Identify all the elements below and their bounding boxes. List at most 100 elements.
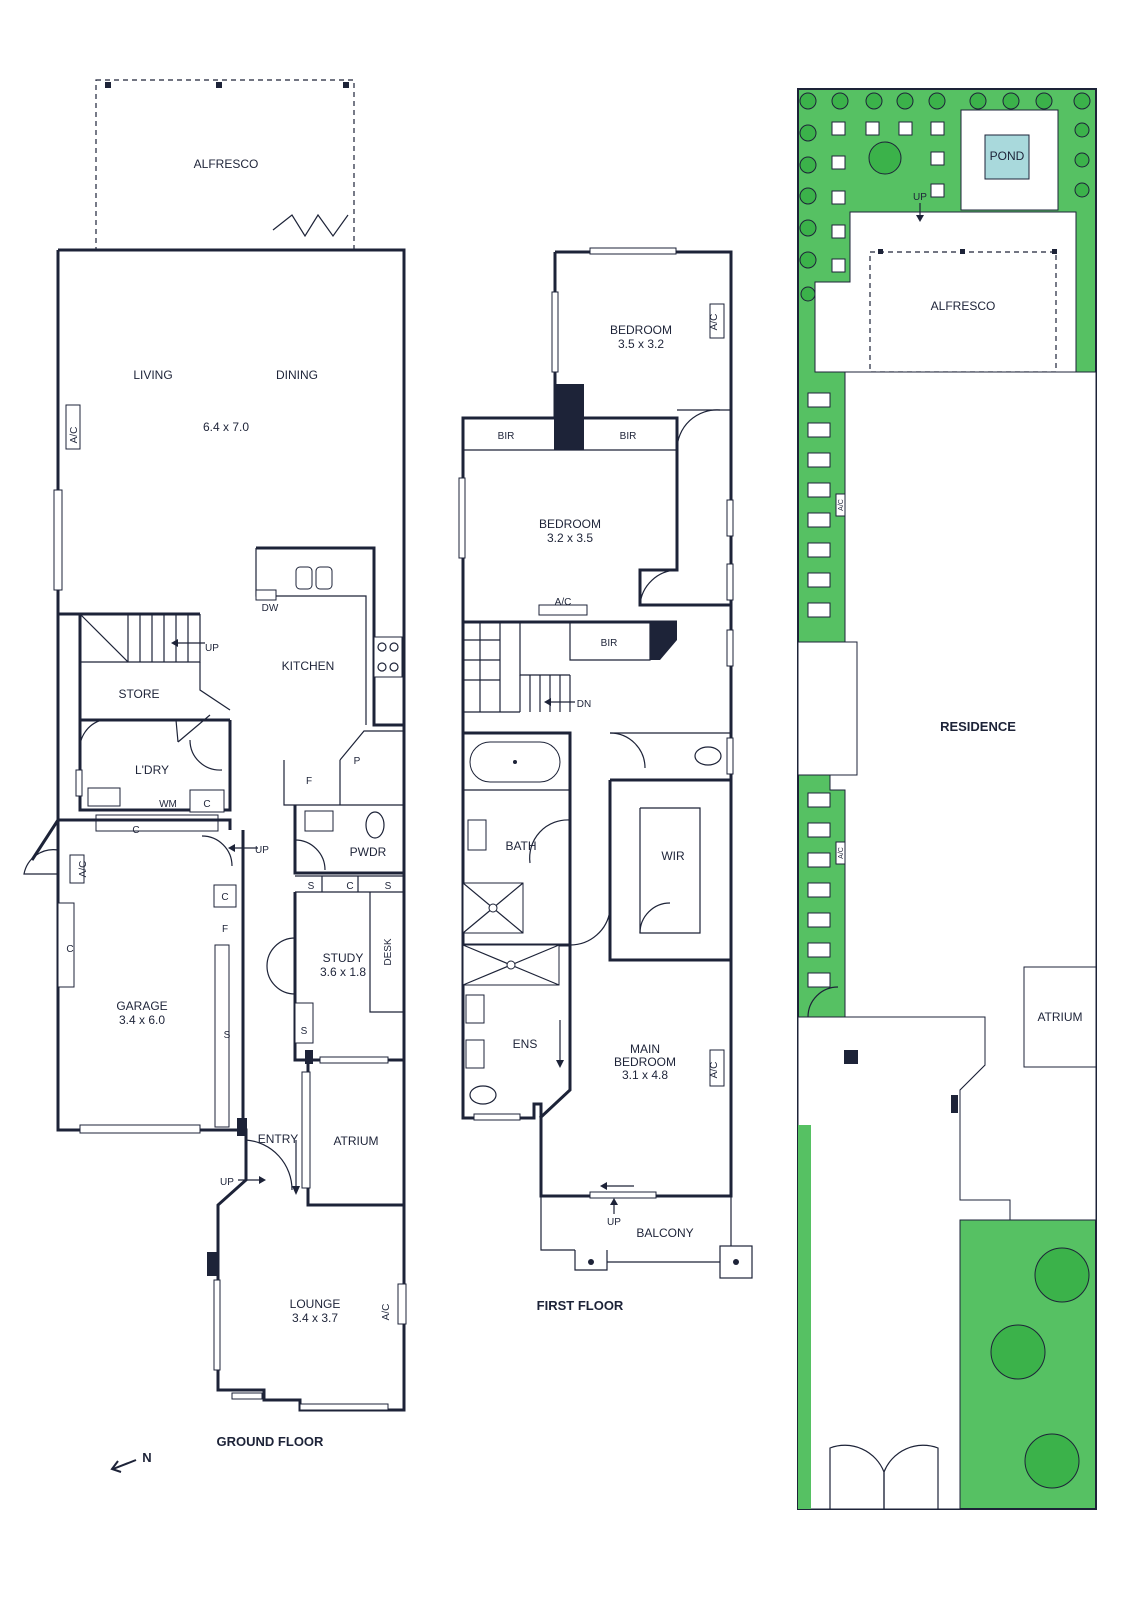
- toilet: [469, 1085, 497, 1105]
- side-pavers: [807, 392, 831, 988]
- laundry-door: [79, 719, 103, 753]
- up-arrow-head: [228, 844, 235, 852]
- bedroom-ac: [709, 303, 725, 339]
- ground-alfresco-outline: [95, 79, 355, 251]
- front-gate: [829, 1444, 885, 1509]
- washing-machine-label: WM: [159, 799, 177, 810]
- powder-wall: [293, 805, 404, 875]
- alfresco-post: [1052, 249, 1057, 254]
- alfresco-post: [960, 249, 965, 254]
- pond: [984, 134, 1030, 180]
- garage-size: 3.4 x 6.0: [119, 1013, 165, 1027]
- main-bedroom-label-1: MAIN: [630, 1042, 660, 1056]
- sliding-door-arrow: [556, 1060, 564, 1068]
- window: [75, 769, 83, 797]
- shower-drain: [488, 903, 498, 913]
- bir-label: BIR: [620, 431, 637, 442]
- site-plan: POND ALFRESCO UP: [797, 88, 1097, 1510]
- main-bedroom-ac-label: A/C: [709, 1062, 720, 1079]
- lounge-window: [299, 1403, 389, 1411]
- cupboard-label: C: [346, 881, 353, 892]
- dishwasher-label: DW: [262, 603, 279, 614]
- atrium-label: ATRIUM: [333, 1134, 378, 1148]
- column: [237, 1118, 247, 1136]
- stairs: [463, 622, 571, 713]
- first-floor-plan: BEDROOM 3.5 x 3.2 A/C BIR BIR BEDROOM 3.…: [458, 247, 753, 1313]
- alfresco-post: [105, 82, 111, 88]
- dining-label: DINING: [276, 368, 318, 382]
- cupboard-label: C: [203, 799, 210, 810]
- study-door: [266, 937, 296, 995]
- bedroom-2-ac-label: A/C: [555, 597, 572, 608]
- deck: [814, 211, 1077, 373]
- down-arrow-head: [544, 698, 551, 706]
- pond-label: POND: [990, 149, 1025, 163]
- lounge-ac: [397, 1283, 407, 1325]
- up-arrow-head: [171, 639, 178, 647]
- bedroom-2-size: 3.2 x 3.5: [547, 531, 593, 545]
- window: [726, 499, 734, 537]
- bedroom-door: [569, 909, 611, 946]
- lounge-label: LOUNGE: [290, 1297, 341, 1311]
- lounge-window: [231, 1392, 263, 1400]
- study-cupboard: [294, 1002, 314, 1044]
- balcony-door: [589, 1191, 657, 1199]
- bedroom-window: [458, 477, 466, 559]
- residence-label: RESIDENCE: [940, 719, 1016, 734]
- site-ac-unit: [835, 493, 846, 517]
- lounge-size: 3.4 x 3.7: [292, 1311, 338, 1325]
- slide-arrow-head: [600, 1182, 607, 1190]
- fridge-label: F: [306, 776, 312, 787]
- first-floor-title: FIRST FLOOR: [537, 1298, 624, 1313]
- garage-up-label: UP: [255, 845, 269, 856]
- balcony-wall: [540, 1196, 575, 1251]
- wall: [608, 780, 731, 962]
- stepping-stones: [831, 121, 945, 273]
- powder-basin: [304, 810, 334, 832]
- basin: [465, 1039, 485, 1069]
- powder-label: PWDR: [350, 845, 387, 859]
- site-ac-label: A/C: [838, 847, 845, 859]
- shelf-label: S: [385, 881, 392, 892]
- bedroom-1-size: 3.5 x 3.2: [618, 337, 664, 351]
- first-outer-wall: [461, 250, 733, 1198]
- lounge-window: [213, 1279, 221, 1371]
- window: [726, 563, 734, 601]
- bath-wall: [462, 733, 570, 791]
- balcony-label: BALCONY: [636, 1226, 693, 1240]
- garage-door-swing: [201, 835, 233, 867]
- site-atrium-label: ATRIUM: [1037, 1010, 1082, 1024]
- store-wall: [199, 662, 231, 711]
- entry-label: ENTRY: [258, 1132, 298, 1146]
- shelf-label: S: [301, 1026, 308, 1037]
- shelf-label: S: [308, 881, 315, 892]
- column: [305, 1050, 313, 1064]
- bedroom-1-label: BEDROOM: [610, 323, 672, 337]
- bedroom-window: [589, 247, 677, 255]
- basin: [465, 994, 485, 1024]
- kitchen-bench: [255, 548, 367, 725]
- balcony-post: [574, 1250, 608, 1271]
- garage-cupboard: [57, 902, 75, 988]
- laundry-cupboard: [189, 789, 225, 813]
- bedroom-2-label: BEDROOM: [539, 517, 601, 531]
- main-bedroom-label-2: BEDROOM: [614, 1055, 676, 1069]
- bedroom-door: [676, 409, 721, 451]
- garage-side-door-swing: [23, 849, 59, 875]
- store-door: [175, 714, 211, 743]
- toilet: [694, 746, 722, 766]
- window: [473, 1113, 521, 1121]
- basin: [467, 819, 487, 851]
- living-label: LIVING: [133, 368, 172, 382]
- column: [844, 1050, 858, 1064]
- site-ac-label: A/C: [838, 499, 845, 511]
- ens-label: ENS: [513, 1037, 538, 1051]
- study-shelf: [295, 875, 405, 893]
- bath-wall: [463, 731, 572, 945]
- dishwasher: [255, 589, 277, 601]
- post-dot: [588, 1259, 594, 1265]
- column: [951, 1095, 958, 1113]
- bir-label: BIR: [601, 638, 618, 649]
- entry-arrow-head: [292, 1186, 300, 1195]
